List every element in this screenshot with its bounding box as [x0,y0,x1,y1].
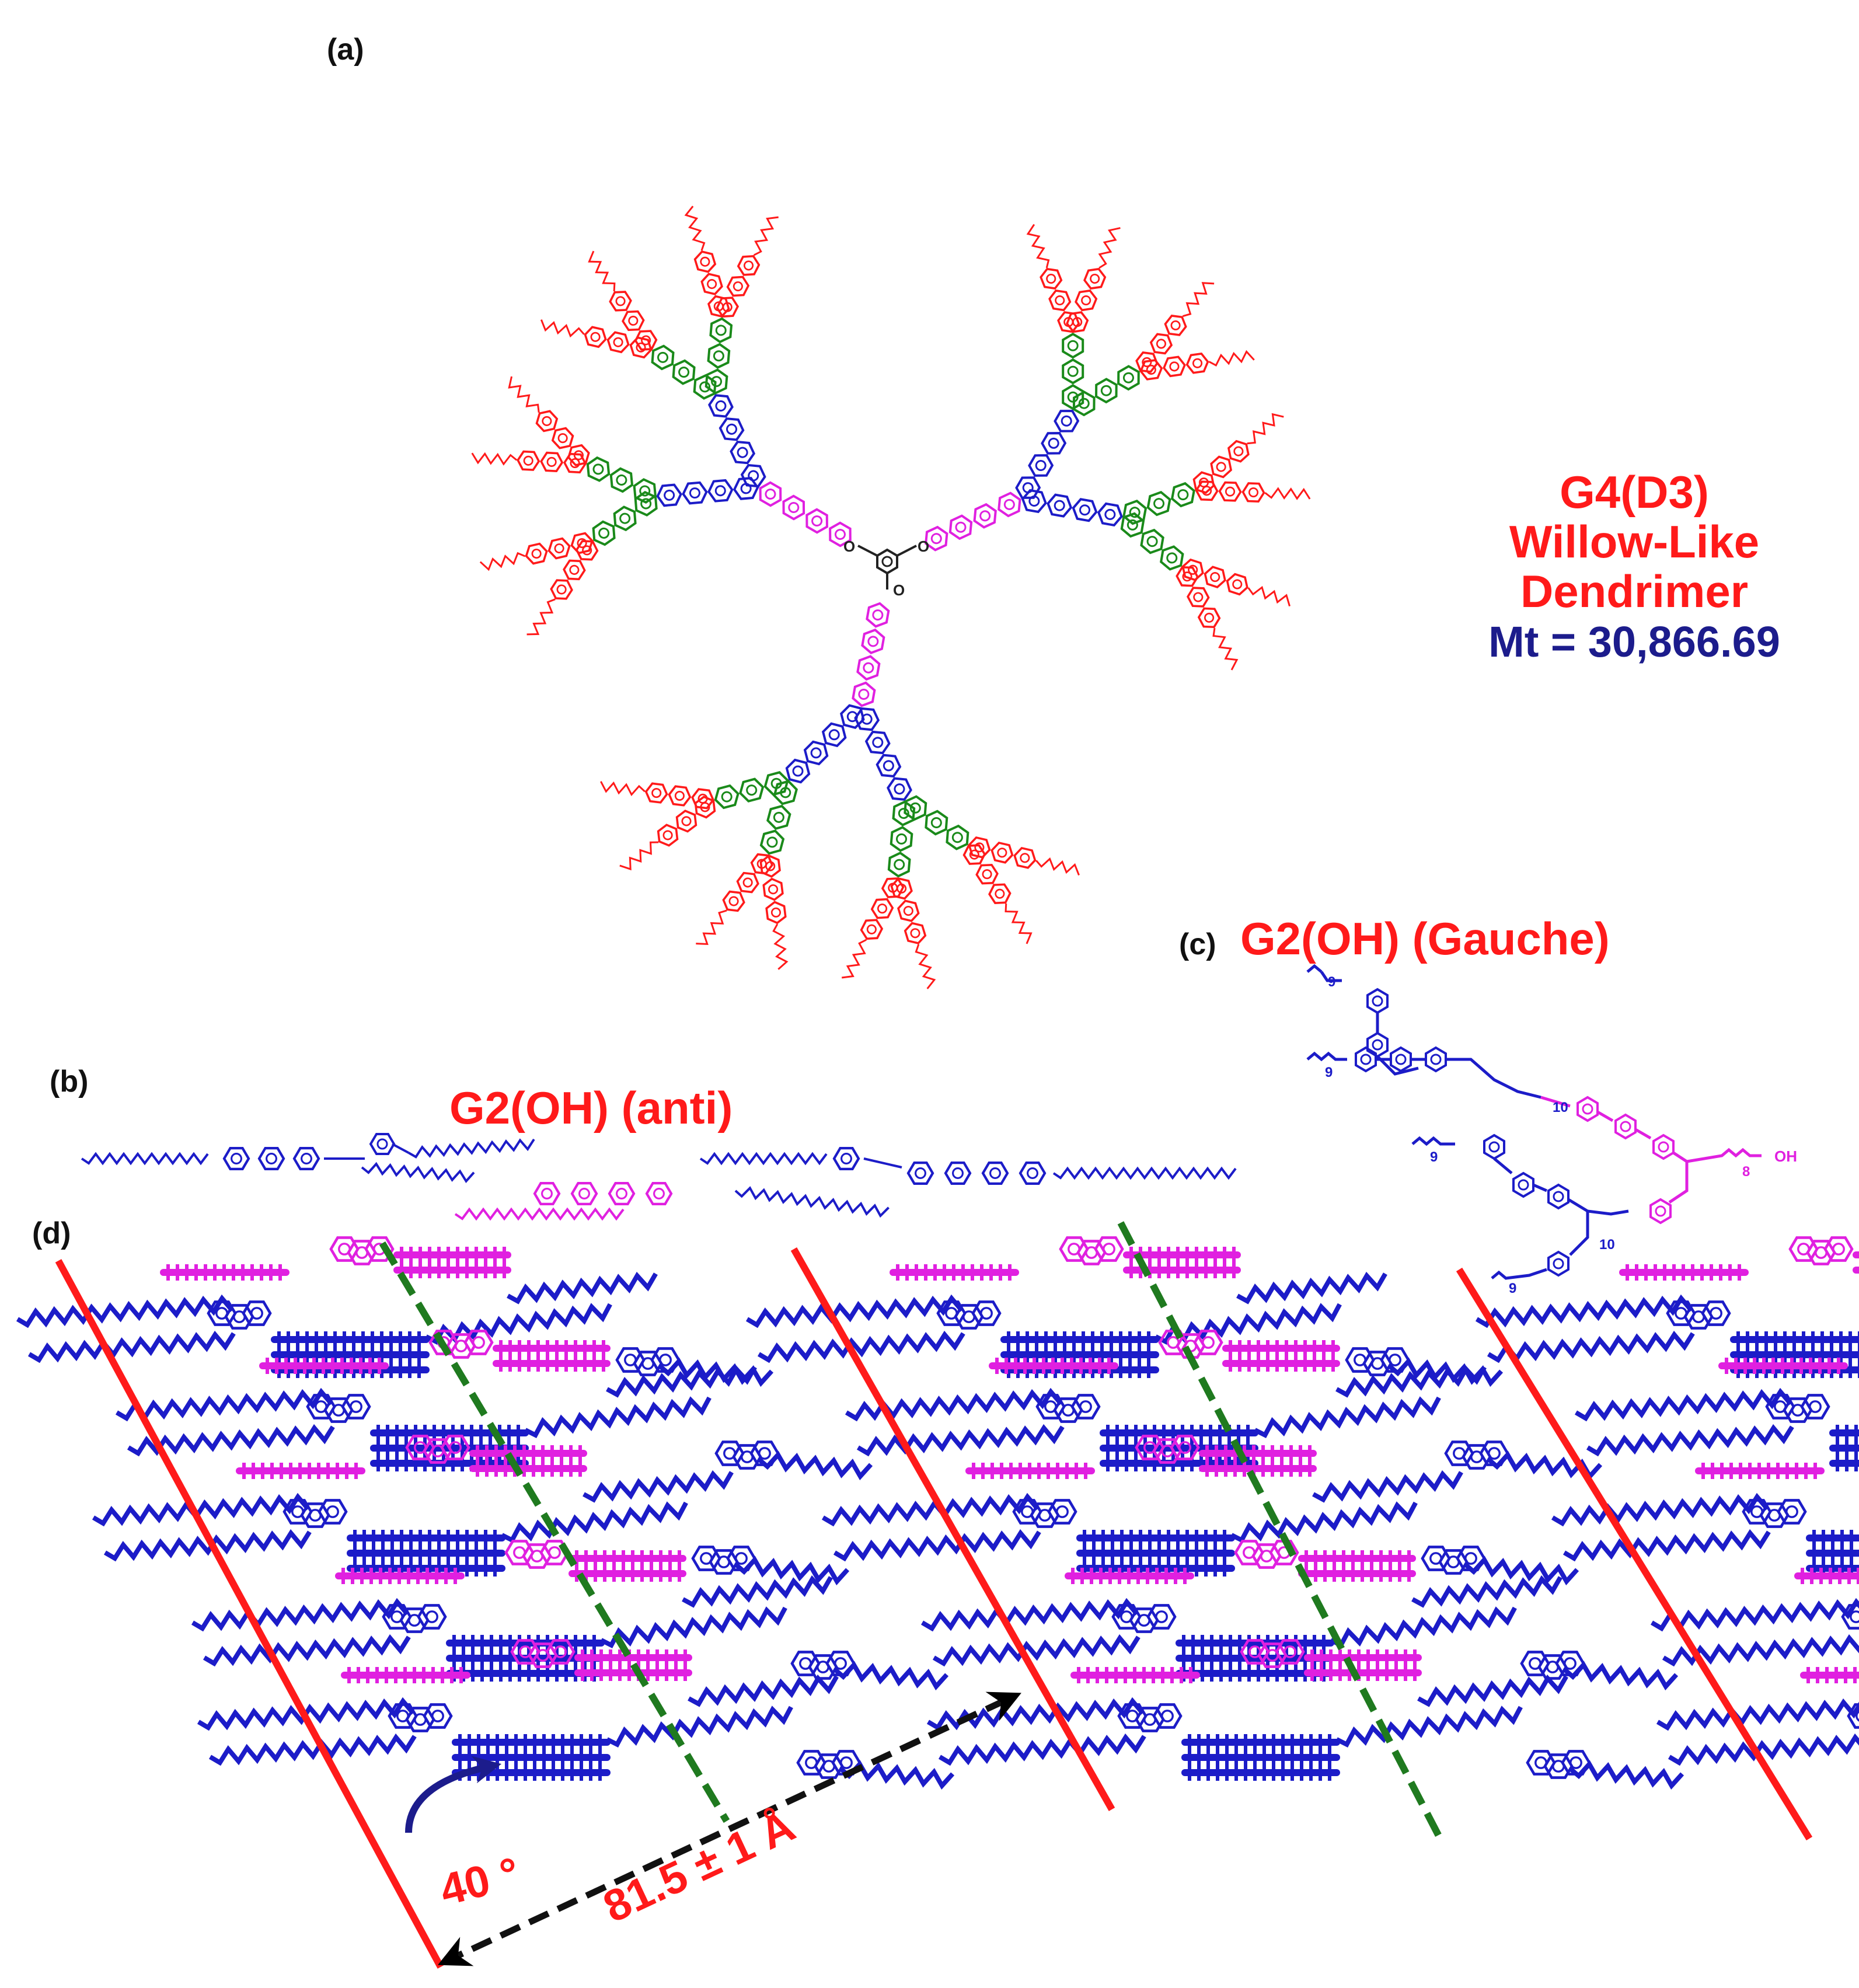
panel-label-d: (d) [32,1216,71,1250]
anti-structure [81,1133,1237,1221]
gauche-hydroxyl: OH [1774,1148,1797,1165]
gauche-subscript: 9 [1430,1149,1438,1165]
spacing-label: 81.5 ± 1 Å [596,1801,802,1932]
gauche-structure: 9 9 10 9 10 8 OH 9 [1306,964,1797,1296]
layer-line [1456,1267,1813,1841]
svg-text:O: O [893,581,905,599]
panel-label-a: (a) [327,33,364,67]
dendrimer-title-line3: Dendrimer [1520,566,1748,617]
layer-line [790,1247,1115,1811]
svg-text:O: O [918,538,929,555]
gauche-subscript: 10 [1553,1100,1568,1115]
gauche-subscript: 10 [1599,1237,1615,1253]
spacing-arrow [438,1691,1021,1966]
dendrimer-title-line1: G4(D3) [1560,466,1709,518]
layer-midline [1117,1221,1445,1843]
svg-text:O: O [843,538,855,555]
panel-label-c: (c) [1179,927,1216,961]
anti-title: G2(OH) (anti) [449,1082,733,1133]
layer-line [55,1259,444,1969]
gauche-subscript: 8 [1742,1164,1750,1180]
dendrimer-title-block: G4(D3) Willow-Like Dendrimer Mt = 30,866… [1488,466,1780,666]
packing-model [16,1237,1859,1790]
gauche-subscript: 9 [1325,1065,1333,1080]
layer-boundary-lines [55,1247,1813,1969]
gauche-title: G2(OH) (Gauche) [1240,913,1610,964]
dendrimer-core: O O O [843,538,929,599]
panel-label-b: (b) [50,1065,88,1098]
angle-label: 40 ° [435,1848,525,1915]
dendrimer-structure [471,205,1311,989]
dendrimer-mass: Mt = 30,866.69 [1488,618,1780,666]
dendrimer-title-line2: Willow-Like [1509,516,1759,567]
gauche-subscript: 9 [1328,974,1335,990]
gauche-subscript: 9 [1509,1281,1516,1296]
